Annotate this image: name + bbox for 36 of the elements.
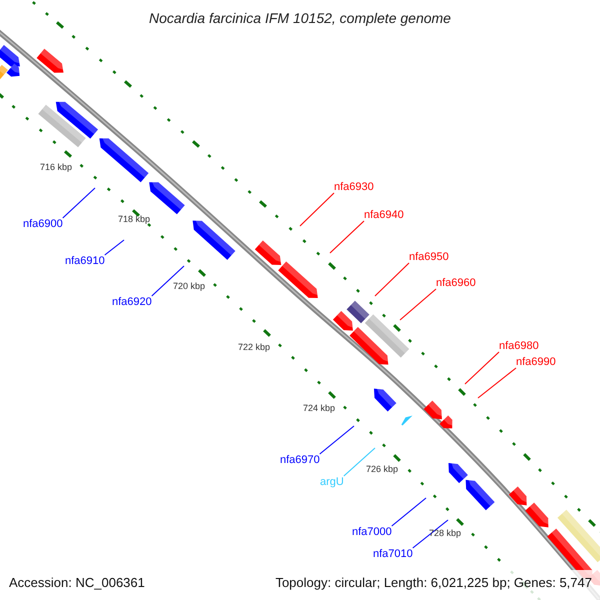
- gene-label: nfa6940: [364, 209, 404, 221]
- scale-label: 718 kbp: [118, 214, 150, 224]
- gene-label: nfa6900: [23, 218, 63, 230]
- leader-line: [478, 368, 516, 398]
- chart-title: Nocardia farcinica IFM 10152, complete genome: [148, 10, 452, 26]
- gene-label: nfa6910: [65, 255, 105, 267]
- leader-line: [343, 448, 376, 476]
- scale-label: 724 kbp: [303, 403, 336, 413]
- gene-label: nfa6920: [112, 296, 152, 308]
- leader-line: [464, 352, 500, 384]
- leader-line: [412, 520, 448, 548]
- gene-label: nfa7010: [373, 548, 413, 560]
- leader-line: [151, 266, 184, 296]
- scale-label: 720 kbp: [173, 281, 206, 291]
- gene-label: nfa6980: [499, 340, 539, 352]
- gene-label: nfa6930: [334, 181, 374, 193]
- leader-line: [104, 240, 124, 256]
- scale-label: 728 kbp: [429, 528, 462, 538]
- gene-label: nfa7000: [352, 526, 392, 538]
- gene-label: nfa6950: [409, 251, 449, 263]
- leader-line: [391, 498, 426, 526]
- leader-line: [319, 426, 354, 454]
- genome-info-text: Topology: circular; Length: 6,021,225 bp; Genes: 5,747: [275, 575, 592, 590]
- leader-line: [400, 288, 436, 320]
- scale-label: 716 kbp: [40, 162, 72, 172]
- gene-label: argU: [320, 476, 344, 488]
- scale-label: 726 kbp: [366, 464, 398, 474]
- leader-line: [374, 262, 410, 296]
- gene-label: nfa6970: [280, 454, 320, 466]
- gene-label: nfa6990: [516, 356, 556, 368]
- scale-label: 722 kbp: [238, 342, 270, 352]
- leader-line: [62, 188, 96, 218]
- gene-label: nfa6960: [436, 277, 476, 289]
- leader-line: [300, 192, 334, 226]
- accession-text: Accession: NC_006361: [9, 575, 145, 590]
- leader-line: [330, 220, 364, 254]
